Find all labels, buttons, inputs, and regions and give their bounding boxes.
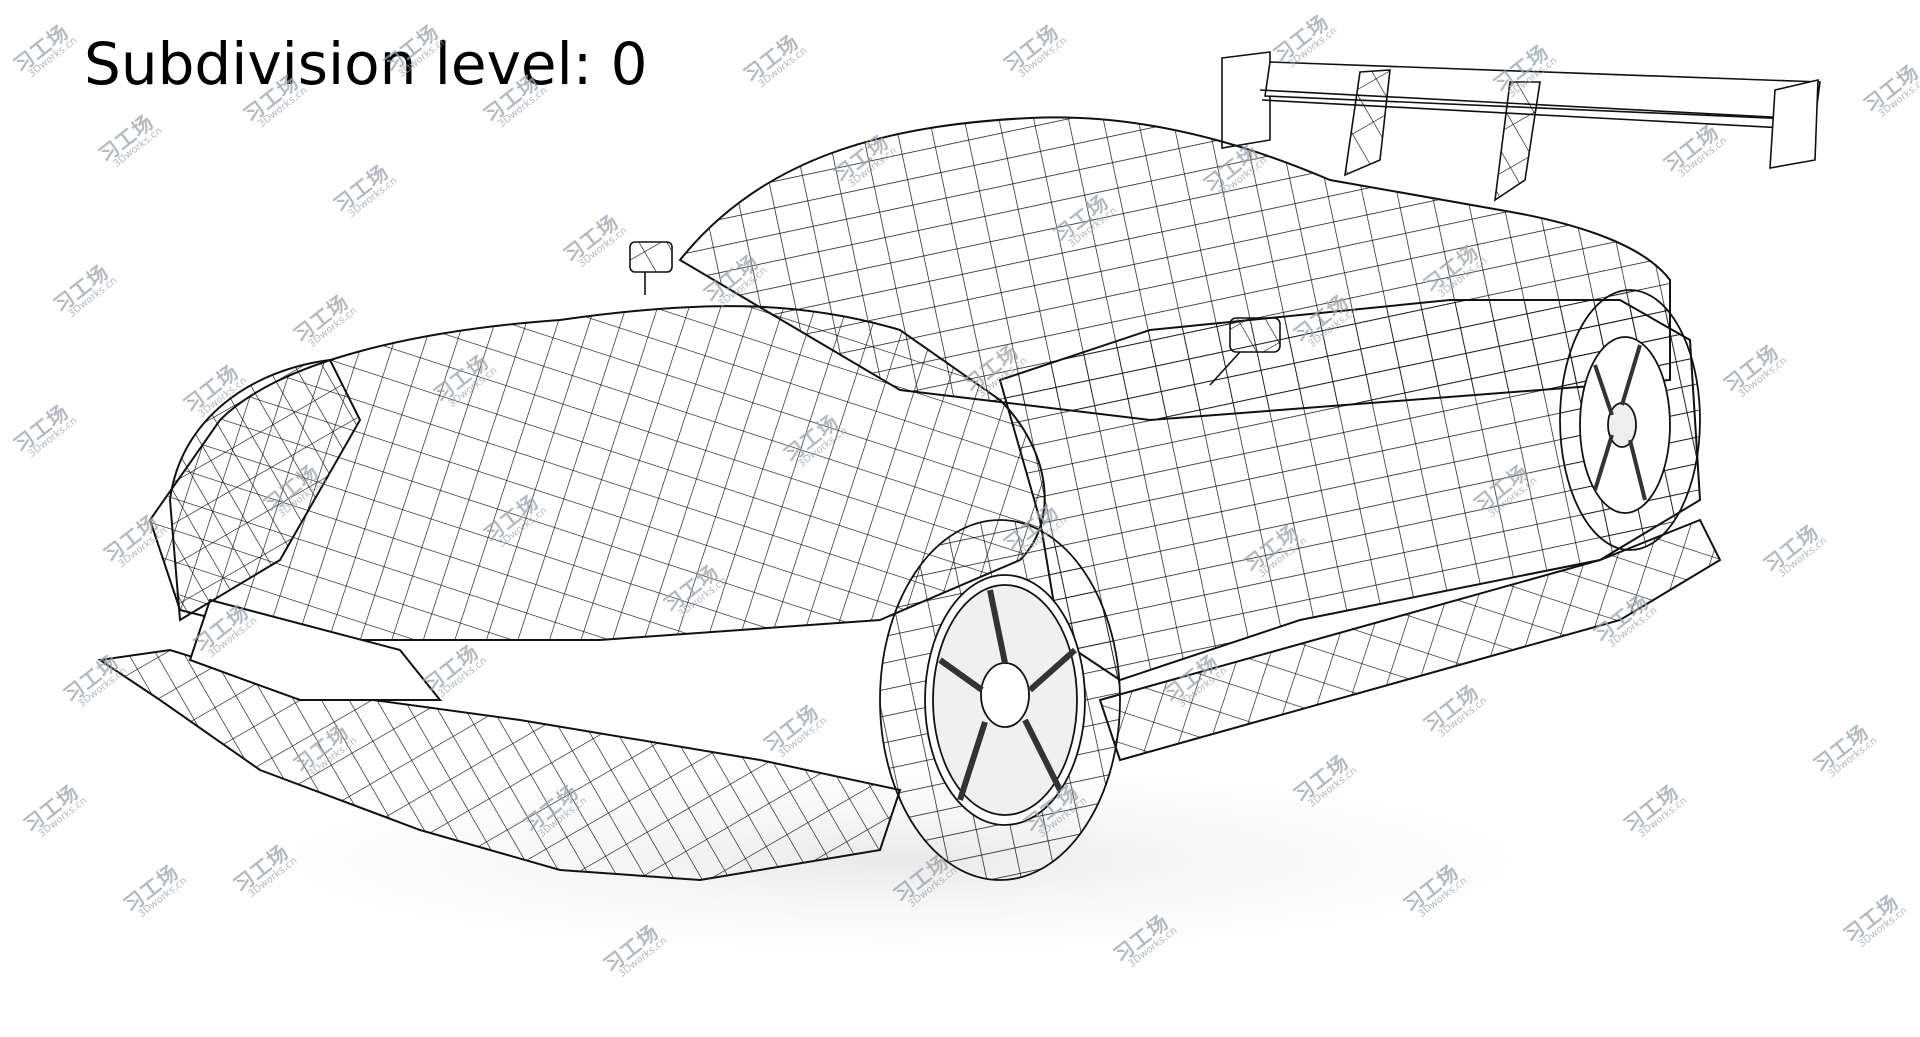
rear-wing xyxy=(1221,51,1821,202)
subdivision-level-caption: Subdivision level: 0 xyxy=(84,30,648,98)
front-wheel xyxy=(879,519,1121,881)
side-mirrors xyxy=(629,241,1281,386)
rear-wheel xyxy=(1559,289,1701,551)
